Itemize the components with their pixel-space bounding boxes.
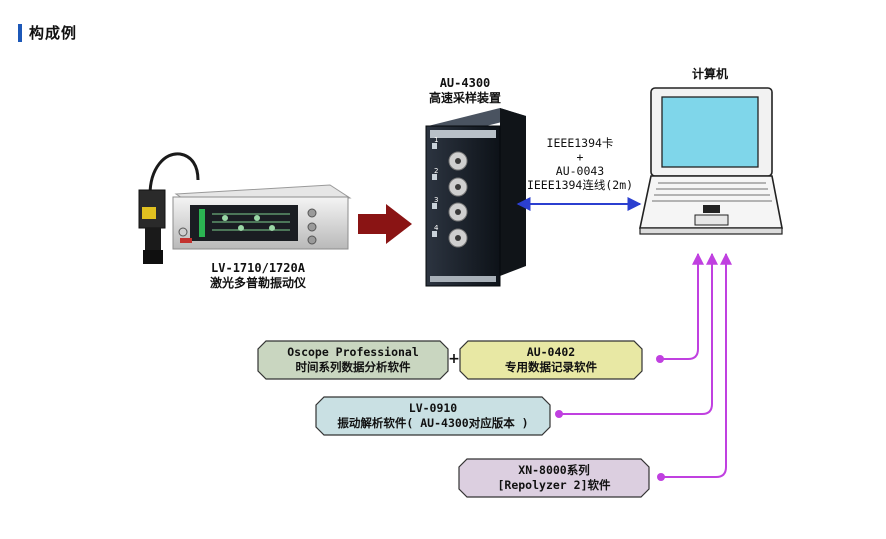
channel-label: 1 bbox=[434, 136, 438, 144]
plus-sign: + bbox=[448, 351, 460, 367]
software-links bbox=[559, 252, 732, 478]
connection-line: + bbox=[576, 150, 584, 164]
link-dot-xn8000 bbox=[657, 473, 665, 481]
oscope-software-box: Oscope Professional 时间系列数据分析软件 bbox=[258, 345, 448, 379]
sampler-model: AU-4300 bbox=[439, 76, 491, 90]
xn8000-software-box: XN-8000系列 [Repolyzer 2]软件 bbox=[459, 463, 649, 497]
oscope-box-shape bbox=[257, 340, 449, 380]
lv0910-software-box: LV-0910 振动解析软件( AU-4300对应版本 ) bbox=[316, 401, 550, 435]
lv0910-description: 振动解析软件( AU-4300对应版本 ) bbox=[337, 416, 529, 430]
oscope-title: Oscope Professional bbox=[287, 345, 419, 359]
sampler-name: 高速采样装置 bbox=[428, 91, 501, 105]
computer-image bbox=[639, 87, 783, 235]
vibrometer-name: 激光多普勒振动仪 bbox=[209, 276, 306, 290]
lv0910-box-shape bbox=[315, 396, 551, 436]
connection-label: IEEE1394卡 + AU-0043 IEEE1394连线(2m) bbox=[510, 136, 650, 192]
lv0910-title: LV-0910 bbox=[408, 401, 458, 415]
page-title: 构成例 bbox=[29, 24, 78, 42]
vibrometer-image bbox=[138, 152, 352, 264]
vibrometer-model: LV-1710/1720A bbox=[211, 261, 305, 275]
vibrometer-caption: LV-1710/1720A 激光多普勒振动仪 bbox=[188, 261, 328, 291]
flow-arrow bbox=[358, 204, 412, 244]
xn8000-description: [Repolyzer 2]软件 bbox=[497, 478, 611, 492]
au0402-box-shape bbox=[459, 340, 643, 380]
au0402-description: 专用数据记录软件 bbox=[505, 360, 597, 374]
channel-label: 4 bbox=[434, 224, 439, 232]
heading-accent-bar bbox=[18, 24, 22, 42]
au0402-title: AU-0402 bbox=[526, 345, 576, 359]
channel-label: 3 bbox=[434, 196, 438, 204]
connection-line: IEEE1394连线(2m) bbox=[526, 178, 634, 192]
xn8000-title: XN-8000系列 bbox=[518, 463, 590, 477]
connection-line: AU-0043 bbox=[555, 164, 605, 178]
computer-caption: 计算机 bbox=[691, 67, 728, 81]
connection-line: IEEE1394卡 bbox=[546, 136, 614, 150]
sampler-image bbox=[425, 108, 526, 287]
au0402-software-box: AU-0402 专用数据记录软件 bbox=[460, 345, 642, 379]
xn8000-box-shape bbox=[458, 458, 650, 498]
oscope-description: 时间系列数据分析软件 bbox=[295, 360, 411, 374]
sampler-channel-labels: 1 2 3 4 bbox=[434, 136, 439, 232]
sampler-caption: AU-4300 高速采样装置 bbox=[410, 76, 520, 106]
link-dot-au0402 bbox=[656, 355, 664, 363]
channel-label: 2 bbox=[434, 167, 438, 175]
link-dot-lv0910 bbox=[555, 410, 563, 418]
